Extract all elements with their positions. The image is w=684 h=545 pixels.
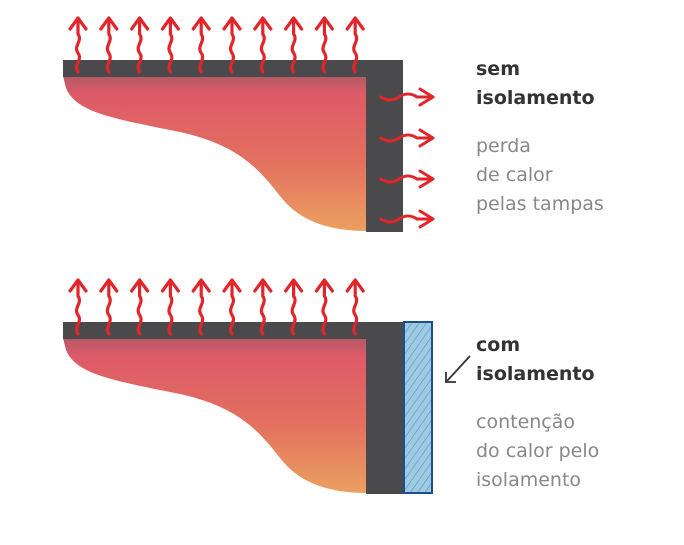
heat-arrow-right-icon (379, 209, 435, 229)
side-wall (366, 322, 403, 494)
pointer-arrow-icon (445, 355, 471, 383)
panel-0-title-1: sem (476, 58, 520, 80)
panel-1-desc-3: isolamento (476, 469, 582, 491)
panel-0-desc-2: de calor (476, 164, 553, 186)
heat-arrow-up-icon (99, 16, 119, 74)
heat-arrow-up-icon (345, 16, 365, 74)
heat-arrow-up-icon (160, 16, 180, 74)
panel-without-insulation (63, 16, 435, 232)
panel-1-desc-1: contenção (476, 411, 576, 433)
heat-arrow-up-icon (222, 16, 242, 74)
heat-arrow-up-icon (222, 278, 242, 336)
top-wall (63, 60, 403, 77)
heat-arrow-up-icon (130, 16, 150, 74)
heat-arrow-up-icon (314, 16, 334, 74)
insulation-layer (403, 321, 433, 494)
heat-arrow-up-icon (284, 16, 304, 74)
heat-arrow-up-icon (160, 278, 180, 336)
panel-0-text: sem isolamento perda de calor pelas tamp… (476, 55, 604, 219)
heat-arrow-up-icon (253, 16, 273, 74)
heat-arrow-up-icon (345, 278, 365, 336)
panel-0-desc-1: perda (476, 135, 531, 157)
panel-1-desc-2: do calor pelo (476, 440, 600, 462)
heat-area (63, 76, 368, 231)
panel-1-title-1: com (476, 334, 521, 356)
heat-arrow-up-icon (253, 278, 273, 336)
side-wall (366, 60, 403, 232)
panel-0-title-2: isolamento (476, 87, 595, 109)
heat-arrow-right-icon (379, 128, 435, 148)
heat-arrow-up-icon (99, 278, 119, 336)
heat-arrow-up-icon (68, 278, 88, 336)
heat-arrow-right-icon (379, 87, 435, 107)
panel-0-desc-3: pelas tampas (476, 193, 604, 215)
panel-with-insulation (63, 278, 433, 494)
heat-arrow-up-icon (130, 278, 150, 336)
top-wall (63, 322, 403, 339)
heat-arrow-up-icon (191, 278, 211, 336)
heat-arrow-up-icon (314, 278, 334, 336)
heat-arrow-right-icon (379, 169, 435, 189)
panel-1-text: com isolamento contenção do calor pelo i… (476, 331, 599, 495)
heat-arrow-up-icon (284, 278, 304, 336)
heat-area (63, 338, 368, 493)
heat-arrow-up-icon (191, 16, 211, 74)
panel-1-title-2: isolamento (476, 363, 595, 385)
heat-arrow-up-icon (68, 16, 88, 74)
